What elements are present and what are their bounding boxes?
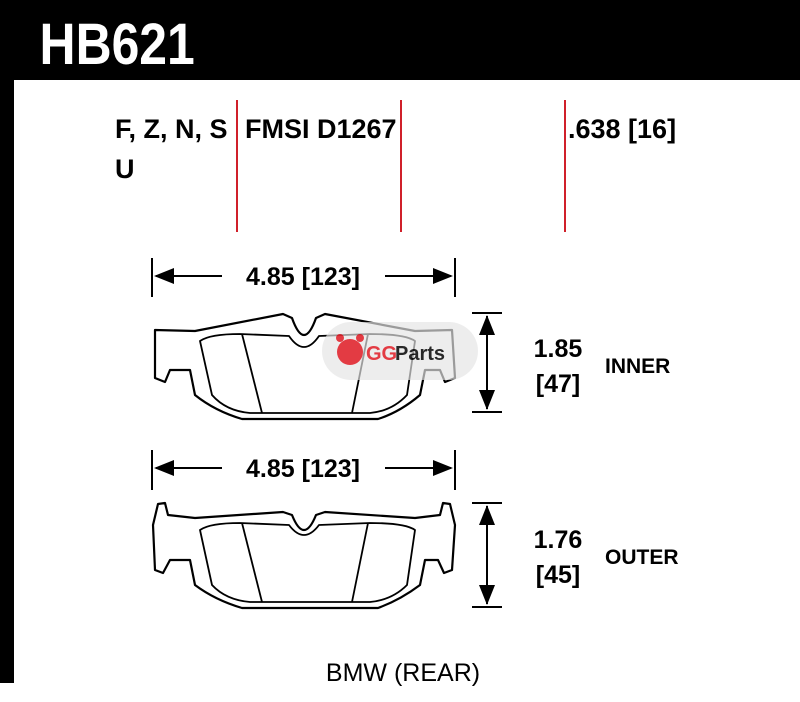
header-bar: [0, 0, 800, 80]
part-number: HB621: [40, 13, 195, 77]
inner-height-dimension: 1.85 [47] INNER: [472, 312, 670, 413]
inner-width-label: 4.85 [123]: [246, 263, 360, 291]
compound-codes-line1: F, Z, N, S: [115, 114, 228, 144]
inner-width-dimension: 4.85 [123]: [151, 258, 456, 297]
application-label: BMW (REAR): [326, 659, 480, 687]
watermark-parts: Parts: [395, 343, 445, 365]
outer-height-in: 1.76: [534, 526, 583, 554]
outer-label: OUTER: [605, 546, 679, 569]
outer-width-label: 4.85 [123]: [246, 455, 360, 483]
left-border: [0, 0, 14, 683]
fmsi-number: FMSI D1267: [245, 114, 397, 144]
outer-pad-drawing: [151, 501, 457, 610]
outer-height-mm: [45]: [536, 561, 580, 589]
inner-height-mm: [47]: [536, 370, 580, 398]
compound-codes-line2: U: [115, 154, 135, 184]
outer-height-dimension: 1.76 [45] OUTER: [472, 502, 679, 608]
ggparts-watermark: GG Parts: [322, 322, 478, 380]
watermark-gg: GG: [366, 343, 397, 365]
mascot-logo-icon: [337, 339, 363, 365]
inner-height-in: 1.85: [534, 335, 583, 363]
pad-thickness: .638 [16]: [568, 114, 676, 144]
outer-width-dimension: 4.85 [123]: [151, 450, 456, 490]
inner-label: INNER: [605, 355, 670, 378]
